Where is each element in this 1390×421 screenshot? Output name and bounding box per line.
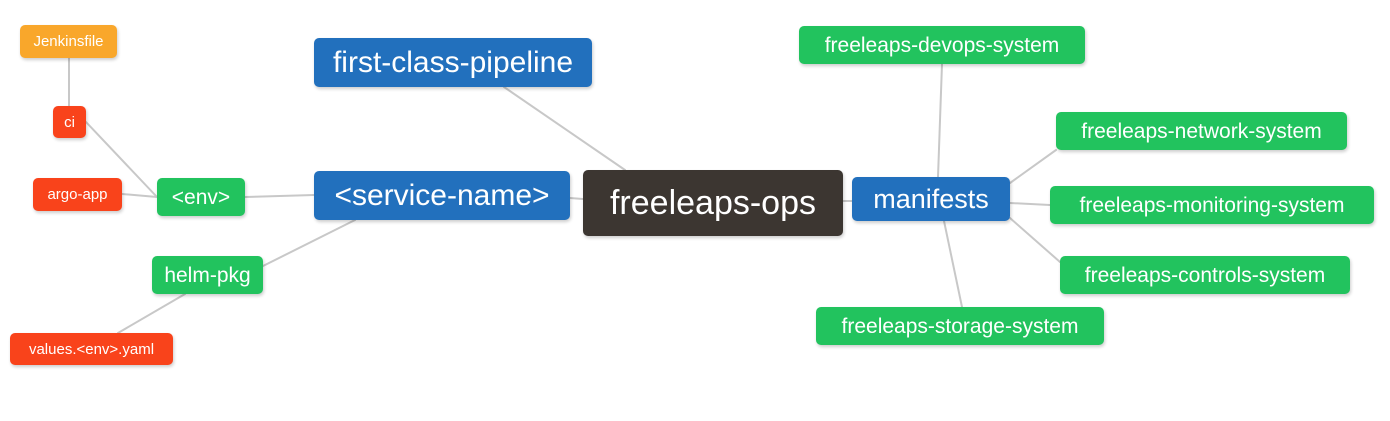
node-label-first-class-pipeline: first-class-pipeline — [332, 45, 574, 79]
node-label-manifests: manifests — [873, 183, 989, 214]
node-manifests[interactable]: manifests — [852, 177, 1010, 221]
node-label-env: <env> — [171, 185, 231, 209]
node-values-yaml[interactable]: values.<env>.yaml — [10, 333, 173, 365]
node-first-class-pipeline[interactable]: first-class-pipeline — [314, 38, 592, 87]
node-helm-pkg[interactable]: helm-pkg — [152, 256, 263, 294]
node-freeleaps-controls-system[interactable]: freeleaps-controls-system — [1060, 256, 1350, 294]
node-label-freeleaps-controls-system: freeleaps-controls-system — [1084, 263, 1326, 287]
node-freeleaps-devops-system[interactable]: freeleaps-devops-system — [799, 26, 1085, 64]
node-label-freeleaps-ops: freeleaps-ops — [609, 184, 816, 222]
node-label-freeleaps-network-system: freeleaps-network-system — [1081, 119, 1322, 143]
node-label-freeleaps-storage-system: freeleaps-storage-system — [841, 314, 1079, 338]
edge-manifests-to-freeleaps-devops-system — [937, 63, 943, 178]
node-label-helm-pkg: helm-pkg — [164, 263, 251, 287]
edge-first-class-pipeline-to-freeleaps-ops — [503, 86, 626, 171]
node-label-values-yaml: values.<env>.yaml — [28, 340, 155, 358]
node-freeleaps-network-system[interactable]: freeleaps-network-system — [1056, 112, 1347, 150]
node-argo-app[interactable]: argo-app — [33, 178, 122, 211]
node-freeleaps-storage-system[interactable]: freeleaps-storage-system — [816, 307, 1104, 345]
node-ci[interactable]: ci — [53, 106, 86, 138]
node-jenkinsfile[interactable]: Jenkinsfile — [20, 25, 117, 58]
edge-manifests-to-freeleaps-storage-system — [943, 220, 963, 308]
node-label-argo-app: argo-app — [47, 186, 108, 203]
edge-env-to-service-name — [244, 194, 315, 198]
edge-argo-app-to-env — [121, 193, 158, 198]
edge-manifests-to-freeleaps-network-system — [1009, 149, 1057, 184]
node-label-ci: ci — [64, 113, 75, 131]
node-label-service-name: <service-name> — [334, 178, 550, 212]
edge-service-name-to-freeleaps-ops — [569, 197, 584, 200]
edge-values-yaml-to-helm-pkg — [117, 293, 186, 334]
node-label-jenkinsfile: Jenkinsfile — [33, 33, 104, 50]
node-label-freeleaps-monitoring-system: freeleaps-monitoring-system — [1079, 193, 1345, 217]
edge-helm-pkg-to-service-name — [262, 219, 356, 267]
edge-manifests-to-freeleaps-monitoring-system — [1009, 202, 1051, 206]
edge-manifests-to-freeleaps-controls-system — [1009, 217, 1061, 263]
node-label-freeleaps-devops-system: freeleaps-devops-system — [824, 33, 1060, 57]
node-freeleaps-monitoring-system[interactable]: freeleaps-monitoring-system — [1050, 186, 1374, 224]
node-env[interactable]: <env> — [157, 178, 245, 216]
node-freeleaps-ops[interactable]: freeleaps-ops — [583, 170, 843, 236]
node-service-name[interactable]: <service-name> — [314, 171, 570, 220]
